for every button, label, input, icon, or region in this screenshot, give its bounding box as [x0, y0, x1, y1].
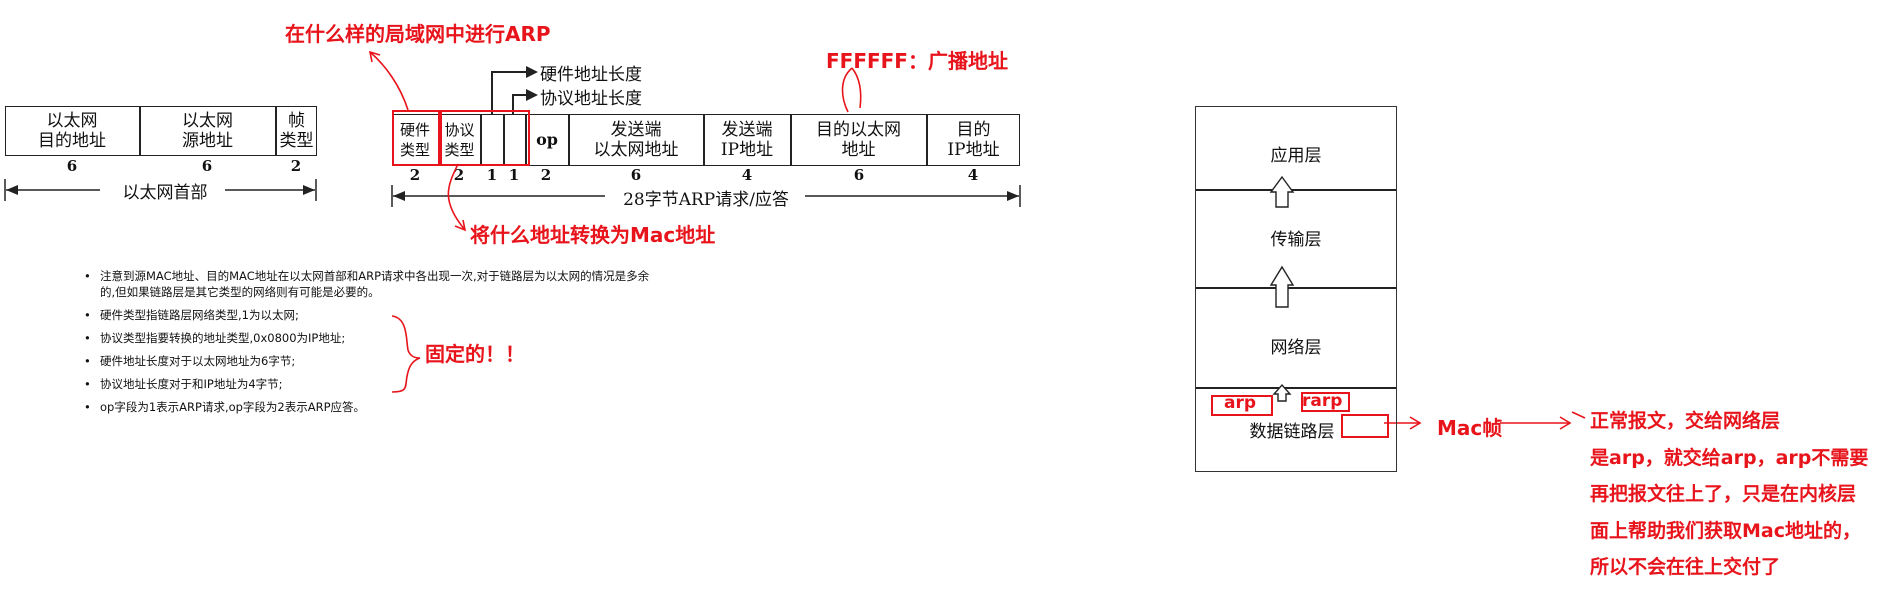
divider — [568, 114, 570, 166]
arp-proto-type-size: 2 — [453, 166, 465, 184]
list-item: op字段为1表示ARP请求,op字段为2表示ARP应答。 — [80, 399, 640, 415]
arp-label: arp — [1224, 393, 1257, 413]
ethernet-header-span-label: 以太网首部 — [122, 183, 208, 203]
list-item: 硬件类型指链路层网络类型,1为以太网; — [80, 307, 640, 323]
arp-packet-span-arrow — [391, 185, 1021, 207]
list-item: 协议类型指要转换的地址类型,0x0800为IP地址; — [80, 330, 640, 346]
arp-hw-type-field: 硬件 类型 — [399, 121, 430, 159]
mac-frame-box — [1341, 414, 1389, 438]
arp-sender-ip-size: 4 — [741, 166, 753, 184]
rarp-label: rarp — [1302, 391, 1343, 411]
proto-type-highlight — [438, 110, 530, 166]
arp-proto-type-field: 协议 类型 — [444, 121, 475, 159]
arp-target-ip-size: 4 — [967, 166, 979, 184]
ethernet-header-box — [5, 106, 317, 156]
lan-arp-annotation: 在什么样的局域网中进行ARP — [285, 22, 551, 46]
right-note-line: 是arp，就交给arp，arp不需要 — [1590, 446, 1869, 469]
network-layer: 网络层 — [1270, 338, 1322, 358]
divider — [503, 114, 505, 166]
eth-src-size: 6 — [201, 157, 213, 175]
rarp-box — [1301, 392, 1350, 412]
divider — [480, 114, 482, 166]
convert-annotation: 将什么地址转换为Mac地址 — [470, 223, 716, 247]
arp-proto-len-size: 1 — [508, 166, 520, 184]
right-note-line: 再把报文往上了，只是在内核层 — [1590, 483, 1857, 505]
right-note-line: 所以不会在往上交付了 — [1590, 556, 1781, 578]
arp-packet-span-label: 28字节ARP请求/应答 — [623, 190, 789, 210]
arp-sender-ip-field: 发送端 IP地址 — [720, 120, 774, 160]
arp-sender-eth-field: 发送端 以太网地址 — [593, 120, 679, 160]
arp-target-eth-field: 目的以太网 地址 — [816, 120, 901, 160]
layer-divider — [1196, 287, 1396, 289]
application-layer: 应用层 — [1270, 146, 1322, 166]
divider — [275, 106, 277, 156]
divider — [525, 114, 527, 166]
list-item: 注意到源MAC地址、目的MAC地址在以太网首部和ARP请求中各出现一次,对于链路… — [80, 268, 660, 300]
eth-src-addr-field: 以太网 源地址 — [182, 111, 233, 151]
divider — [790, 114, 792, 166]
list-item: 协议地址长度对于和IP地址为4字节; — [80, 376, 640, 392]
arp-hw-len-size: 1 — [486, 166, 498, 184]
hw-addr-length-label: 硬件地址长度 — [540, 65, 642, 85]
ethernet-header-span-arrow — [4, 179, 317, 201]
eth-type-size: 2 — [290, 157, 302, 175]
hw-type-highlight — [392, 110, 442, 166]
protocol-stack: 应用层 传输层 网络层 数据链路层 arp rarp — [1195, 106, 1397, 472]
right-note-line: 正常报文，交给网络层 — [1590, 410, 1781, 432]
notes-list: 注意到源MAC地址、目的MAC地址在以太网首部和ARP请求中各出现一次,对于链路… — [80, 268, 649, 422]
arp-hw-type-size: 2 — [409, 166, 421, 184]
proto-addr-length-label: 协议地址长度 — [540, 89, 642, 109]
arp-target-ip-field: 目的 IP地址 — [947, 120, 1000, 160]
list-item: 硬件地址长度对于以太网地址为6字节; — [80, 353, 640, 369]
layer-divider — [1196, 189, 1396, 191]
broadcast-annotation: FFFFFF：广播地址 — [826, 49, 1008, 73]
eth-dest-size: 6 — [66, 157, 78, 175]
right-explanation: 正常报文，交给网络层 是arp，就交给arp，arp不需要 再把报文往上了，只是… — [1590, 403, 1890, 586]
transport-layer: 传输层 — [1270, 230, 1322, 250]
arp-box — [1211, 395, 1273, 416]
stack-up-arrows — [1269, 175, 1295, 402]
arp-sender-eth-size: 6 — [630, 166, 642, 184]
arp-op-size: 2 — [540, 166, 552, 184]
divider — [926, 114, 928, 166]
arp-op-field: op — [536, 130, 558, 149]
eth-dest-addr-field: 以太网 目的地址 — [38, 111, 106, 151]
eth-frame-type-field: 帧 类型 — [279, 111, 314, 151]
layer-divider — [1196, 387, 1396, 389]
divider — [139, 106, 141, 156]
divider — [703, 114, 705, 166]
arp-target-eth-size: 6 — [853, 166, 865, 184]
mac-frame-label: Mac帧 — [1437, 416, 1503, 440]
length-field-arrows — [491, 66, 538, 115]
right-note-line: 面上帮助我们获取Mac地址的， — [1590, 519, 1861, 542]
data-link-layer: 数据链路层 — [1249, 422, 1335, 442]
